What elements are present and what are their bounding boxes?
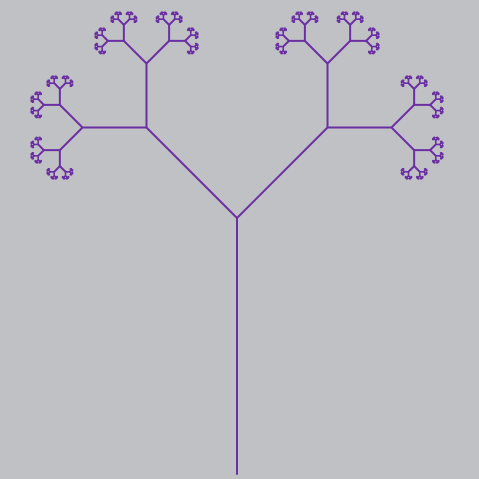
tree-branch — [365, 39, 373, 48]
tree-branch — [303, 39, 329, 65]
tree-branch — [407, 165, 416, 173]
tree-branch — [122, 39, 148, 65]
tree-branch — [349, 18, 357, 26]
tree-branch — [101, 39, 109, 48]
tree-branch — [162, 18, 171, 26]
tree-branch — [53, 82, 61, 90]
tree-branch — [37, 103, 45, 112]
tree-branch — [168, 18, 176, 26]
tree-branch — [101, 34, 109, 42]
tree-branch — [58, 126, 84, 152]
tree-branch — [343, 18, 352, 26]
tree-branch — [390, 126, 416, 152]
tree-branch — [429, 149, 437, 157]
tree-branch — [413, 165, 421, 173]
tree-branch — [184, 39, 192, 48]
tree-branch — [303, 18, 312, 26]
tree-branch — [365, 34, 373, 42]
tree-branch — [282, 39, 290, 48]
tree-branch — [117, 18, 125, 26]
tree-branch — [37, 143, 45, 152]
tree-branch — [184, 34, 192, 42]
tree-branch — [236, 126, 329, 219]
tree-branch — [282, 34, 290, 42]
tree-branch — [407, 82, 416, 90]
tree-branch — [122, 18, 131, 26]
tree-branch — [58, 165, 67, 173]
tree-branch — [53, 165, 61, 173]
tree-branch — [298, 18, 306, 26]
tree-branch — [429, 98, 437, 106]
tree-branch — [390, 103, 416, 129]
tree-branch — [145, 39, 171, 65]
tree-branch — [37, 98, 45, 106]
tree-branch — [58, 82, 67, 90]
tree-branch — [429, 143, 437, 152]
tree-branch — [326, 39, 352, 65]
tree-branch — [429, 103, 437, 112]
tree-branch — [58, 103, 84, 129]
tree-branch — [145, 126, 238, 219]
tree-branch — [37, 149, 45, 157]
tree-branch — [413, 82, 421, 90]
fractal-tree — [30, 11, 444, 475]
